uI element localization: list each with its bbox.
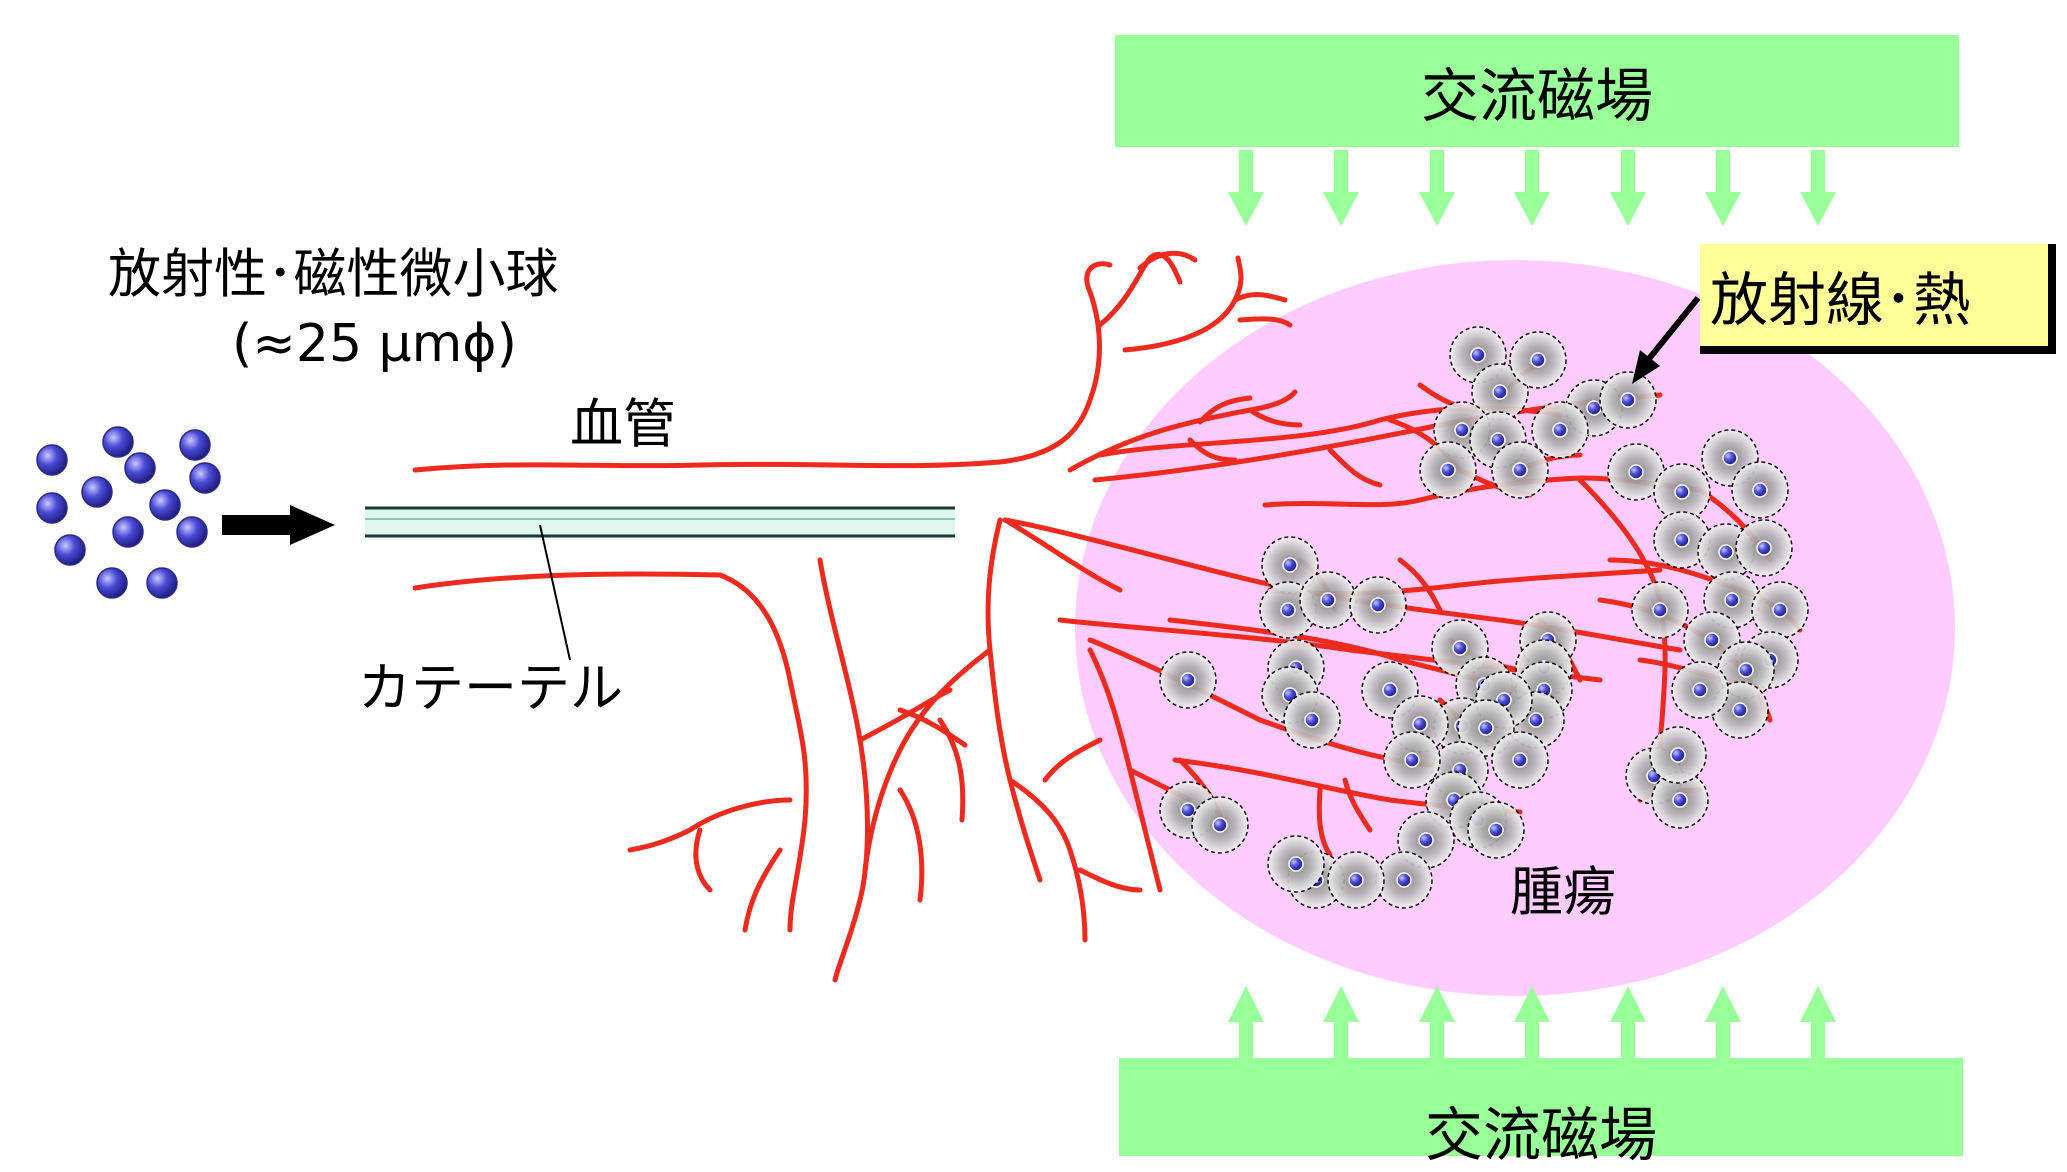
microsphere <box>36 492 68 524</box>
field-arrows-top <box>1228 150 1836 226</box>
catheter-leader-line <box>539 524 571 661</box>
field-arrow-down <box>1610 150 1646 226</box>
microsphere-with-dose-halo <box>1283 691 1341 749</box>
microsphere <box>102 426 134 458</box>
microsphere-with-dose-halo <box>1599 371 1657 429</box>
microsphere-with-dose-halo <box>1299 571 1357 629</box>
microsphere-with-dose-halo <box>1159 651 1217 709</box>
microsphere <box>149 489 181 521</box>
microsphere-with-dose-halo <box>1491 441 1549 499</box>
microsphere <box>146 567 178 599</box>
microsphere-with-dose-halo <box>1471 363 1529 421</box>
field-arrow-down <box>1323 150 1359 226</box>
microsphere-with-dose-halo <box>1383 731 1441 789</box>
microsphere-with-dose-halo <box>1267 835 1325 893</box>
vessel-label: 血管 <box>570 394 676 455</box>
ac-magnetic-field-bottom-label: 交流磁場 <box>1424 1101 1657 1169</box>
microsphere-with-dose-halo <box>1531 401 1589 459</box>
embolized-microspheres <box>1159 326 1809 909</box>
catheter-label: カテーテル <box>358 658 623 719</box>
microsphere <box>36 444 68 476</box>
microsphere-with-dose-halo <box>1649 726 1707 784</box>
free-microspheres <box>36 426 221 599</box>
microsphere-with-dose-halo <box>1631 581 1689 639</box>
field-arrow-up <box>1800 986 1836 1058</box>
microsphere-with-dose-halo <box>1491 731 1549 789</box>
microsphere-with-dose-halo <box>1751 581 1809 639</box>
field-arrow-down <box>1419 150 1455 226</box>
tumor-label: 腫瘍 <box>1510 862 1616 923</box>
microsphere <box>96 567 128 599</box>
radiation-heat-label: 放射線･熱 <box>1710 266 1972 334</box>
radiation-pointer-arrow <box>1632 296 1701 384</box>
microsphere <box>179 429 211 461</box>
ac-magnetic-field-top: 交流磁場 <box>1115 35 1959 147</box>
microsphere-size: (≈25 μmϕ) <box>232 314 517 374</box>
catheter <box>365 506 955 538</box>
microsphere <box>176 516 208 548</box>
microsphere-with-dose-halo <box>1349 576 1407 634</box>
microsphere-with-dose-halo <box>1509 331 1567 389</box>
injection-arrow <box>222 505 335 545</box>
radiation-heat-label-box: 放射線･熱 <box>1700 244 2056 354</box>
microsphere-with-dose-halo <box>1731 461 1789 519</box>
microsphere-with-dose-halo <box>1607 443 1665 501</box>
microsphere-with-dose-halo <box>1467 801 1525 859</box>
microsphere-with-dose-halo <box>1419 441 1477 499</box>
field-arrows-bottom <box>1228 986 1836 1058</box>
field-arrow-up <box>1514 986 1550 1058</box>
microsphere-title: 放射性･磁性微小球 <box>108 244 559 305</box>
microsphere-with-dose-halo <box>1671 661 1729 719</box>
microsphere-with-dose-halo <box>1261 536 1319 594</box>
field-arrow-up <box>1323 986 1359 1058</box>
microsphere-with-dose-halo <box>1191 796 1249 854</box>
microsphere <box>112 516 144 548</box>
field-arrow-up <box>1610 986 1646 1058</box>
microsphere-with-dose-halo <box>1735 519 1793 577</box>
microsphere-with-dose-halo <box>1653 463 1711 521</box>
microsphere <box>189 462 221 494</box>
field-arrow-down <box>1800 150 1836 226</box>
microsphere <box>124 452 156 484</box>
microsphere <box>54 534 86 566</box>
field-arrow-up <box>1228 986 1264 1058</box>
ac-magnetic-field-top-label: 交流磁場 <box>1420 62 1653 130</box>
microsphere <box>81 476 113 508</box>
microsphere-with-dose-halo <box>1651 771 1709 829</box>
field-arrow-up <box>1419 986 1455 1058</box>
field-arrow-down <box>1705 150 1741 226</box>
microsphere-with-dose-halo <box>1327 851 1385 909</box>
field-arrow-up <box>1705 986 1741 1058</box>
field-arrow-down <box>1228 150 1264 226</box>
ac-magnetic-field-bottom: 交流磁場 <box>1119 1058 1963 1169</box>
field-arrow-down <box>1514 150 1550 226</box>
